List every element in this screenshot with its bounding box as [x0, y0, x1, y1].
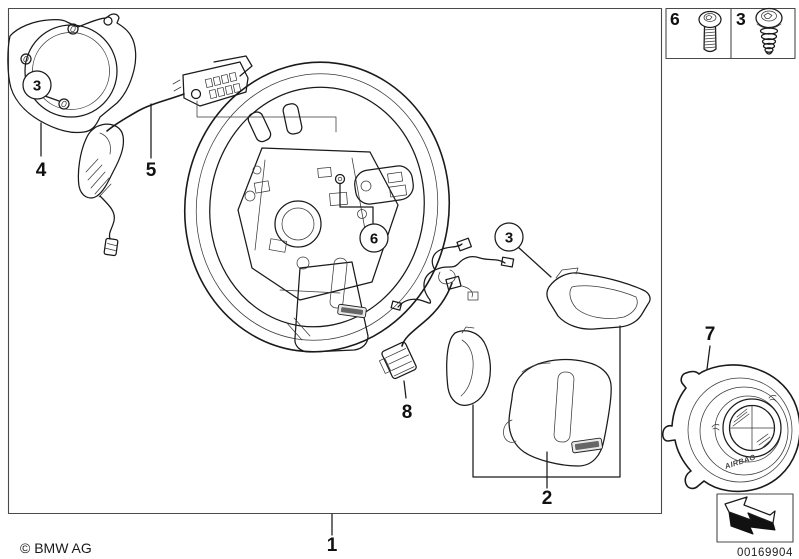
- part-label-steering-wheel: 1: [327, 535, 338, 556]
- part-label-switch: 5: [146, 160, 157, 181]
- paddle-wire: [99, 195, 116, 240]
- part-label-connector: 8: [402, 402, 413, 423]
- copyright-text: © BMW AG: [20, 540, 92, 556]
- switch-cable: [106, 93, 185, 132]
- cover-screw-leader: [44, 95, 60, 102]
- trim-warning-plate: [571, 437, 603, 454]
- callout-cover-screw: 3: [22, 70, 52, 100]
- callout-trim-screw-label: 3: [505, 230, 513, 247]
- screw-legend-box: 6 3: [665, 7, 796, 60]
- connector-label-leader: [403, 380, 407, 399]
- trim-pieces-drawing: [446, 267, 651, 489]
- airbag-drawing: AIRBAG: [661, 364, 799, 493]
- switch-pin-grid: [204, 72, 242, 99]
- machine-screw-icon: [698, 10, 722, 53]
- legend-tapping-screw-label: 3: [736, 9, 746, 29]
- harness-connector: [379, 341, 417, 380]
- steering-wheel-drawing: [183, 61, 451, 353]
- part-label-trim-set: 2: [542, 488, 553, 509]
- drawing-frame: [7, 7, 663, 515]
- hub-details: [244, 157, 369, 294]
- paddle-hatching: [85, 158, 112, 198]
- part-label-airbag: 7: [705, 324, 716, 345]
- airbag-screw-mark-right: [768, 394, 777, 402]
- switch-mount-leader: [196, 100, 337, 133]
- cover-screw-holes: [20, 16, 113, 110]
- bmw-roundel-icon: [722, 398, 782, 458]
- direction-arrow-box: [716, 493, 794, 543]
- trim-screw-leader: [517, 246, 552, 278]
- switch-unit-drawing: [77, 55, 337, 257]
- paddle-connector: [103, 237, 119, 257]
- direction-arrow-icon: [724, 496, 776, 535]
- callout-cover-screw-label: 3: [33, 78, 41, 95]
- hub-screw-hole: [334, 173, 346, 185]
- cover-part-drawing: [7, 13, 137, 134]
- legend-machine-screw-label: 6: [670, 9, 680, 29]
- harness-drawing: [379, 237, 515, 380]
- tapping-screw-icon: [755, 7, 783, 55]
- airbag-screw-mark-left: [711, 423, 720, 431]
- callout-hub-screw: 6: [359, 223, 389, 253]
- part-label-cover: 4: [36, 160, 47, 181]
- hub-screw-leader: [339, 183, 374, 224]
- callout-trim-screw: 3: [494, 222, 552, 278]
- wheel-badge-plate: [337, 303, 367, 319]
- document-number: 00169904: [737, 547, 793, 559]
- callout-hub-screw-label: 6: [370, 231, 378, 248]
- airbag-label-leader: [706, 345, 711, 370]
